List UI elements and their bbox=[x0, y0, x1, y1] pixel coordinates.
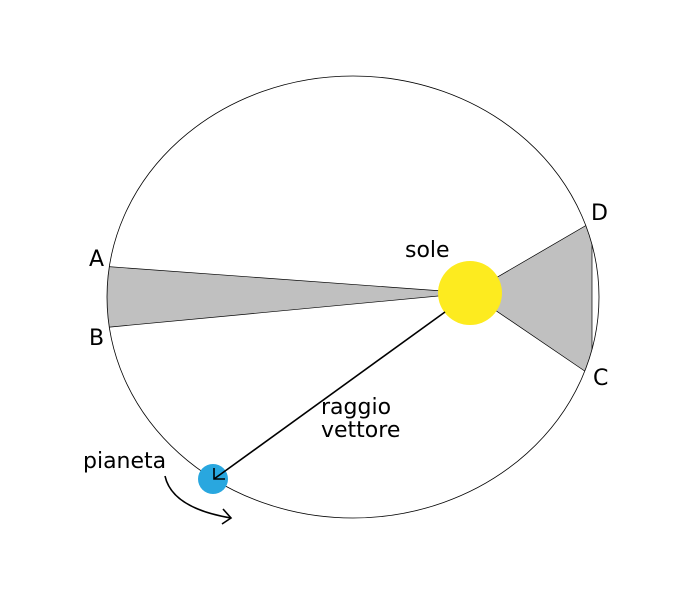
sector-cd bbox=[469, 221, 593, 377]
motion-direction-arrow bbox=[164, 475, 233, 525]
label-radius-line2: vettore bbox=[321, 418, 400, 443]
orbit-ellipse bbox=[106, 75, 600, 519]
sector-ab bbox=[107, 265, 471, 329]
sun bbox=[438, 261, 502, 325]
label-d: D bbox=[591, 201, 608, 226]
label-radius-line1: raggio bbox=[321, 395, 391, 420]
label-c: C bbox=[593, 366, 608, 391]
radius-vector-arrow bbox=[213, 311, 446, 480]
label-sun: sole bbox=[405, 238, 450, 263]
label-a: A bbox=[89, 247, 104, 272]
label-planet: pianeta bbox=[83, 449, 166, 474]
planet bbox=[198, 464, 228, 494]
label-b: B bbox=[89, 326, 104, 351]
